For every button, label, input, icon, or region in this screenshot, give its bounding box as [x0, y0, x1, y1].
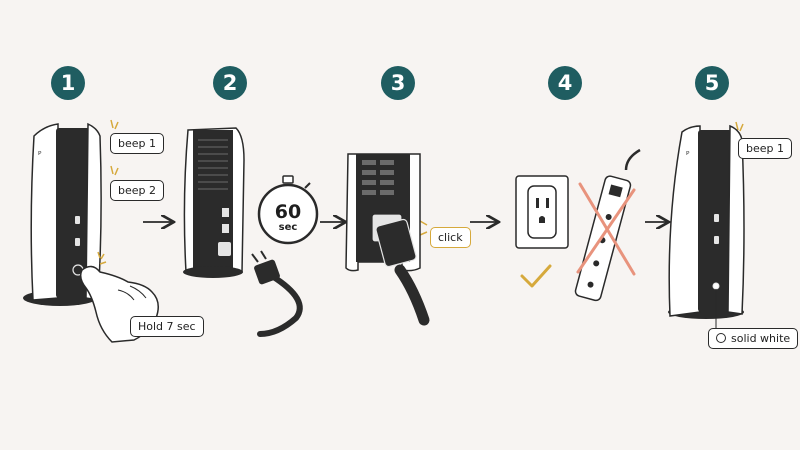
step-number-badge: 2 [213, 66, 247, 100]
hold-duration-label: Hold 7 sec [130, 316, 204, 337]
beep-1-label: beep 1 [110, 133, 164, 154]
check-icon [520, 264, 552, 288]
light-status-label: solid white [708, 328, 799, 349]
status-light-icon [716, 333, 726, 343]
stopwatch-icon [257, 175, 319, 245]
stopwatch-readout: 60 sec [262, 202, 314, 234]
timer-value: 60 [274, 201, 302, 223]
power-strip-icon [574, 148, 641, 302]
click-label: click [430, 227, 471, 248]
step-number-badge: 5 [695, 66, 729, 100]
light-status-text: solid white [731, 332, 791, 345]
power-cord-icon [251, 250, 303, 337]
beep-1-label: beep 1 [738, 138, 792, 159]
step-number-badge: 1 [51, 66, 85, 100]
step5-console-icon: ᴾ [668, 124, 745, 328]
step-number-badge: 4 [548, 66, 582, 100]
sound-marks [97, 119, 744, 265]
svg-text:ᴾ: ᴾ [686, 151, 690, 161]
beep-2-label: beep 2 [110, 180, 164, 201]
step1-console-icon: ᴾ [23, 122, 102, 306]
timer-unit: sec [278, 222, 298, 233]
plug-inserted-icon [375, 218, 430, 326]
step-number-badge: 3 [381, 66, 415, 100]
svg-text:ᴾ: ᴾ [38, 151, 42, 161]
cross-icon [576, 182, 636, 276]
step2-console-icon [183, 127, 245, 278]
wall-outlet-icon [515, 175, 569, 249]
